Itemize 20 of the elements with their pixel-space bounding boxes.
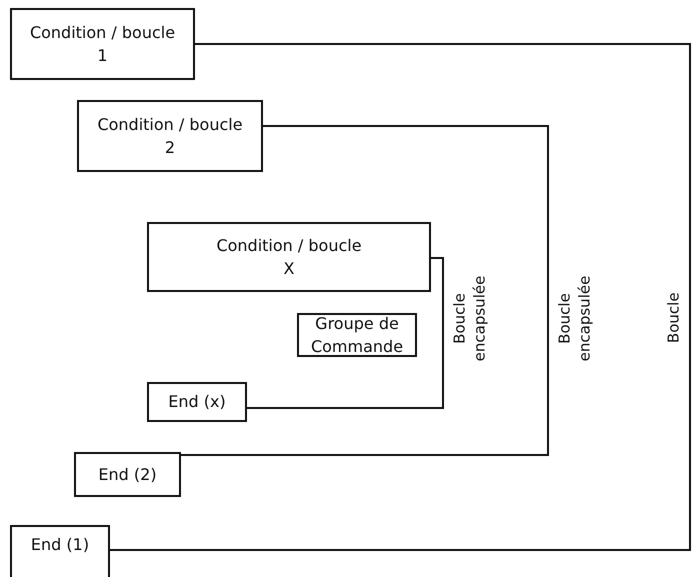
connector-line bbox=[181, 125, 549, 456]
connector-line bbox=[247, 257, 444, 409]
box-label: Condition / boucle 2 bbox=[96, 114, 244, 159]
box-label: End (x) bbox=[168, 391, 226, 414]
process-box bbox=[147, 222, 431, 292]
process-box bbox=[77, 100, 263, 172]
box-label: Condition / boucle 1 bbox=[28, 22, 176, 67]
box-label: Condition / boucle X bbox=[215, 234, 363, 280]
connector-line bbox=[110, 43, 691, 551]
process-box bbox=[147, 382, 247, 422]
process-box bbox=[297, 313, 417, 357]
edge-label: Boucle encapsulée bbox=[450, 274, 489, 363]
box-label: End (1) bbox=[30, 534, 90, 556]
edge-label: Boucle encapsulée bbox=[556, 274, 594, 363]
process-box bbox=[10, 525, 110, 577]
process-box bbox=[74, 452, 181, 497]
box-label: End (2) bbox=[98, 464, 157, 486]
edge-label: Boucle bbox=[664, 292, 684, 344]
process-box bbox=[10, 8, 195, 80]
box-label: Groupe de Commande bbox=[310, 312, 404, 358]
